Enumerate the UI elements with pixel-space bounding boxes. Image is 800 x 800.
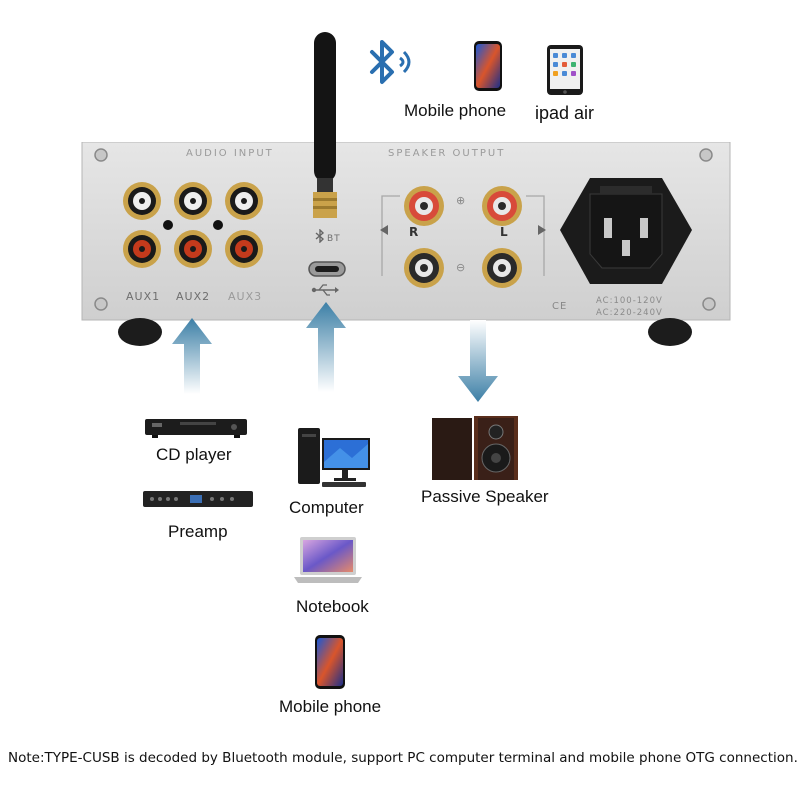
r-channel-label: R	[409, 225, 420, 239]
bt-small-icon	[314, 229, 326, 243]
ipad-image	[546, 44, 584, 96]
computer-label: Computer	[289, 498, 364, 517]
power-inlet[interactable]	[556, 172, 696, 290]
usb-icon	[311, 283, 339, 297]
aux2-label: AUX2	[176, 290, 211, 303]
rca-white-jack-aux1	[123, 182, 161, 220]
rca-white-jack-aux2	[174, 182, 212, 220]
l-channel-label: L	[500, 225, 509, 239]
audio-input-label: AUDIO INPUT	[186, 148, 274, 159]
passive-speaker-label: Passive Speaker	[421, 487, 549, 506]
binding-post-l-positive	[482, 186, 522, 226]
rca-red-jack-aux1	[123, 230, 161, 268]
minus-sign: ⊖	[456, 261, 467, 274]
top-mobile-phone-image	[473, 40, 503, 92]
ac-voltage-1: AC:100-120V	[596, 296, 663, 306]
passive-speaker-image	[430, 414, 522, 482]
ce-mark: CE	[552, 301, 568, 312]
bt-label: BT	[327, 234, 341, 244]
speaker-output-label: SPEAKER OUTPUT	[388, 148, 506, 159]
bottom-mobile-phone-image	[314, 634, 346, 690]
cd-player-image	[144, 415, 248, 439]
top-mobile-phone-label: Mobile phone	[404, 101, 507, 120]
usb-type-c-port[interactable]	[308, 261, 346, 277]
rca-red-jack-aux2	[174, 230, 212, 268]
rca-input-jacks[interactable]	[118, 175, 268, 275]
rca-red-jack-aux3	[225, 230, 263, 268]
preamp-label: Preamp	[168, 522, 228, 541]
note-text: Note:TYPE-CUSB is decoded by Bluetooth m…	[8, 750, 798, 766]
bluetooth-icon	[358, 36, 418, 98]
bottom-mobile-phone-label: Mobile phone	[279, 697, 382, 716]
aux3-label: AUX3	[228, 290, 263, 303]
notebook-image	[292, 535, 364, 587]
computer-image	[296, 424, 374, 490]
arrow-up-aux-input	[172, 318, 212, 394]
bluetooth-antenna	[304, 28, 344, 223]
ac-voltage-2: AC:220-240V	[596, 308, 663, 318]
notebook-label: Notebook	[296, 597, 369, 616]
aux1-label: AUX1	[126, 290, 161, 303]
cd-player-label: CD player	[156, 445, 232, 464]
binding-post-l-negative	[482, 248, 522, 288]
plus-sign: ⊕	[456, 194, 467, 207]
rca-white-jack-aux3	[225, 182, 263, 220]
preamp-image	[142, 488, 254, 510]
arrow-up-usb-input	[306, 302, 346, 392]
speaker-output-terminals[interactable]	[378, 178, 548, 296]
ipad-label: ipad air	[535, 103, 595, 123]
arrow-down-speaker-output	[458, 320, 498, 402]
binding-post-r-positive	[404, 186, 444, 226]
binding-post-r-negative	[404, 248, 444, 288]
